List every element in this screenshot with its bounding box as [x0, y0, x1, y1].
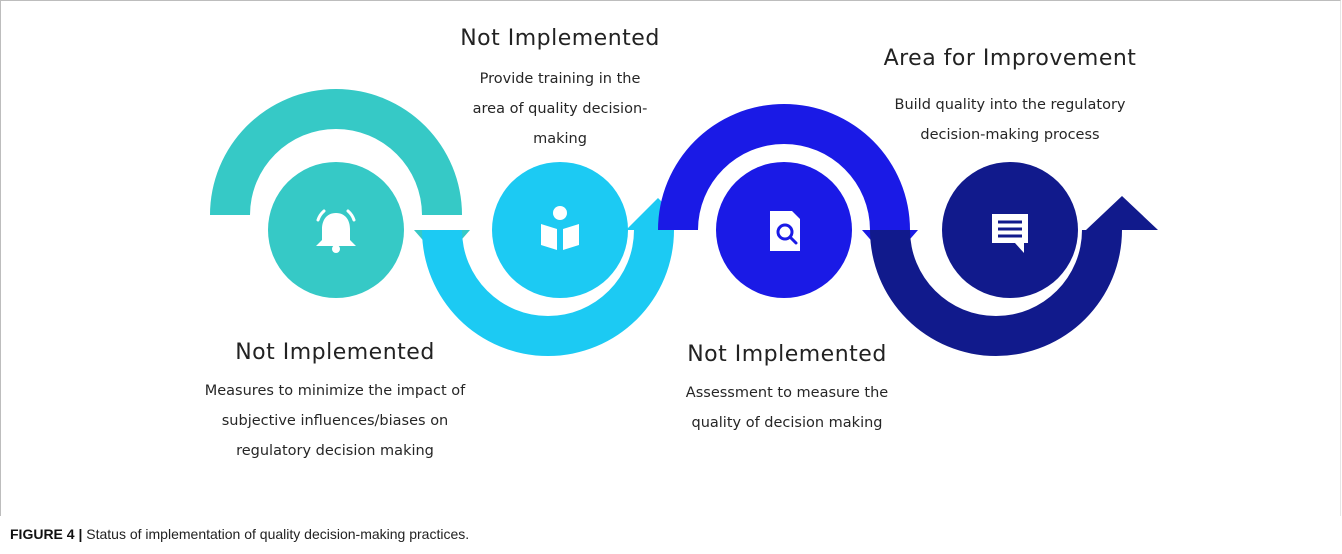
step-2-status: Not Implemented: [460, 26, 660, 51]
step-4-description: Build quality into the regulatory decisi…: [894, 97, 1126, 143]
document-search-icon: [770, 211, 800, 251]
figure-caption-label: FIGURE 4 |: [10, 526, 83, 542]
message-icon: [992, 214, 1028, 253]
arrow-head-up-4: [1086, 196, 1158, 230]
step-2-node: [492, 162, 628, 298]
step-3-status: Not Implemented: [687, 342, 887, 367]
step-4-node: [942, 162, 1078, 298]
process-diagram: [210, 89, 1158, 356]
step-1-status: Not Implemented: [235, 340, 435, 365]
bell-icon: [316, 209, 356, 253]
book-reader-icon: [541, 206, 579, 250]
step-4-status: Area for Improvement: [883, 46, 1137, 71]
arc-segment-1: [210, 89, 462, 215]
arc-segment-2: [422, 230, 674, 356]
step-1-description: Measures to minimize the impact of subje…: [204, 383, 466, 459]
figure-caption-text: Status of implementation of quality deci…: [86, 526, 470, 542]
step-3-description: Assessment to measure the quality of dec…: [685, 385, 889, 431]
figure-frame: [0, 0, 1341, 516]
arc-segment-4: [870, 230, 1122, 356]
step-3-node: [716, 162, 852, 298]
step-1-node: [268, 162, 404, 298]
arc-segment-3: [658, 104, 910, 230]
step-2-description: Provide training in the area of quality …: [472, 71, 648, 147]
figure-caption: FIGURE 4 | Status of implementation of q…: [10, 526, 469, 542]
